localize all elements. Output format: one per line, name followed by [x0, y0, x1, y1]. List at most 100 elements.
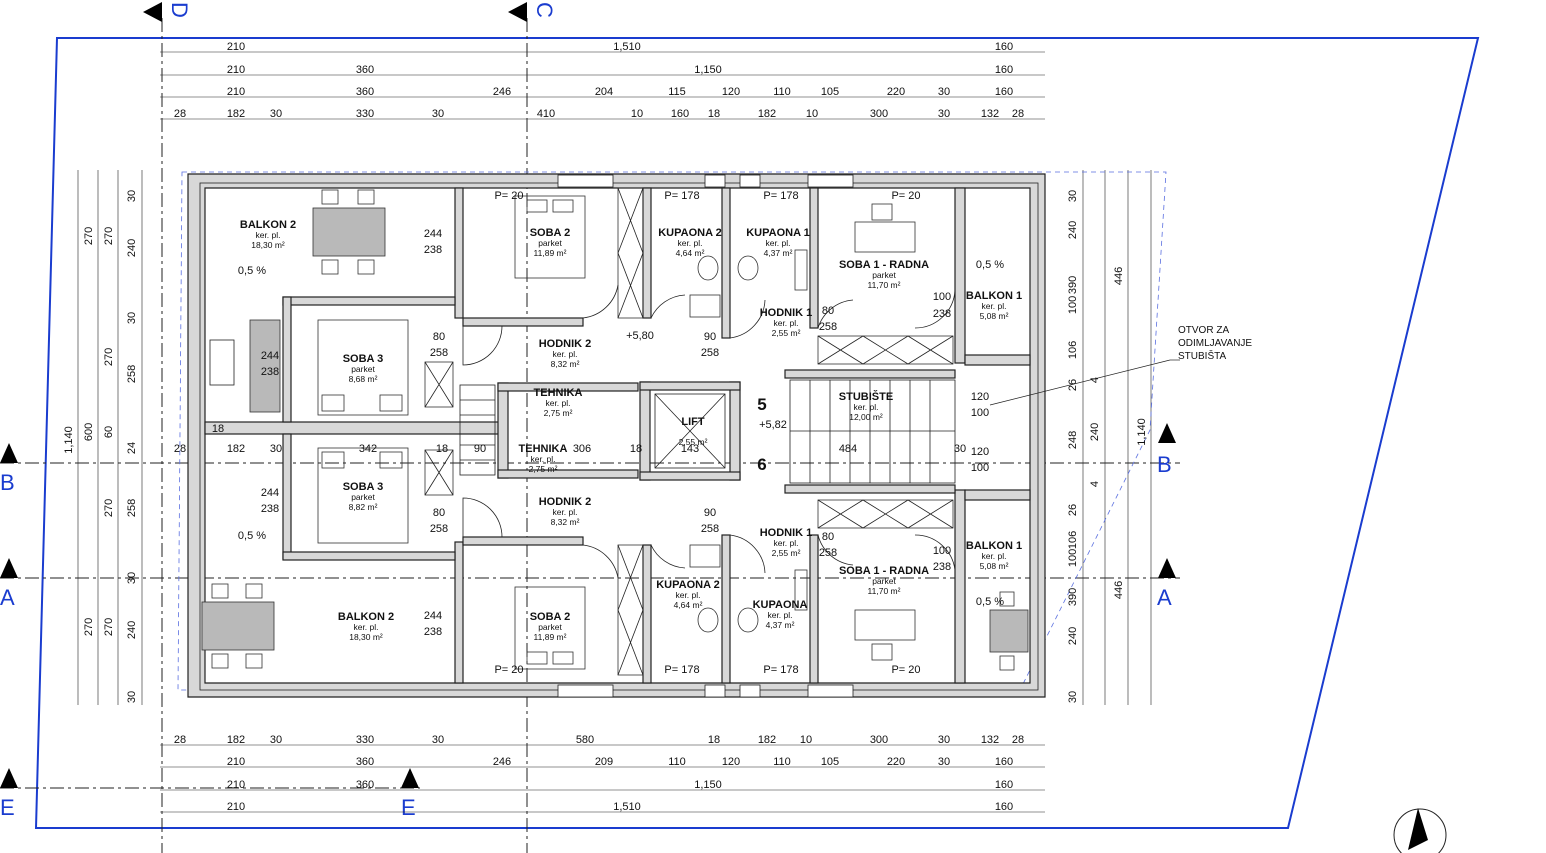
room-area: 8,82 m² — [349, 502, 378, 512]
dimension-label: 210 — [227, 86, 245, 98]
dimension-label: 300 — [870, 734, 888, 746]
dimension-label: 330 — [356, 108, 374, 120]
room-name: LIFT — [681, 416, 704, 428]
dimension-label: 160 — [995, 779, 1013, 791]
section-lines — [0, 18, 1180, 853]
dimension-label: 30 — [938, 734, 950, 746]
dimension-label: 132 — [981, 734, 999, 746]
section-label-e-right: E — [401, 795, 416, 820]
dimension-label: 238 — [933, 308, 951, 320]
room-area: 5,08 m² — [980, 561, 1009, 571]
room-area: 8,32 m² — [551, 359, 580, 369]
room-name: HODNIK 1 — [760, 307, 813, 319]
dimension-label: P= 178 — [664, 190, 699, 202]
room-area: 8,68 m² — [349, 374, 378, 384]
dimension-label: 160 — [995, 756, 1013, 768]
room-name: BALKON 1 — [966, 540, 1022, 552]
desks — [854, 203, 916, 661]
dimension-label: 80 — [433, 507, 445, 519]
dimension-label: 30 — [1067, 190, 1079, 202]
dimension-label: 30 — [126, 312, 138, 324]
dimension-label: 210 — [227, 801, 245, 813]
wardrobes — [424, 187, 954, 676]
room-finish: parket — [538, 238, 562, 248]
room-area: 2,55 m² — [772, 548, 801, 558]
section-label-e-left: E — [0, 795, 15, 820]
stair-number: 5 — [757, 395, 766, 414]
room-name: BALKON 2 — [338, 611, 394, 623]
dimension-label: 446 — [1113, 267, 1125, 285]
dimension-label: 4 — [1089, 481, 1101, 487]
dimension-label: 1,510 — [613, 801, 641, 813]
slope-label: 0,5 % — [976, 596, 1004, 608]
dimension-label: 360 — [356, 756, 374, 768]
room-name: KUPAONA 2 — [656, 579, 720, 591]
dimension-label: 100 — [933, 545, 951, 557]
dimension-label: 30 — [432, 734, 444, 746]
dimension-label: 132 — [981, 108, 999, 120]
dimension-label: 246 — [493, 756, 511, 768]
room-finish: ker. pl. — [853, 402, 878, 412]
room-area: 11,70 m² — [868, 586, 901, 596]
dimension-label: 270 — [103, 348, 115, 366]
dimension-label: 30 — [126, 572, 138, 584]
dimension-label: 105 — [821, 86, 839, 98]
room-area: 18,30 m² — [349, 632, 383, 642]
dimension-label: 30 — [270, 108, 282, 120]
dimension-label: 30 — [432, 108, 444, 120]
section-label-b-left: B — [0, 470, 15, 495]
dimension-label: 160 — [671, 108, 689, 120]
room-name: TEHNIKA — [534, 387, 583, 399]
dimension-label: 24 — [126, 442, 138, 454]
dimension-label: 390 — [1067, 588, 1079, 606]
dimension-label: P= 178 — [763, 664, 798, 676]
dimension-label: 182 — [227, 108, 245, 120]
dimension-label: 240 — [126, 621, 138, 639]
dimension-label: 270 — [83, 227, 95, 245]
dimension-label: 110 — [773, 86, 791, 98]
room-finish: ker. pl. — [675, 590, 700, 600]
room-finish: ker. pl. — [552, 507, 577, 517]
room-area: 12,00 m² — [849, 412, 883, 422]
room-name: BALKON 1 — [966, 290, 1022, 302]
room-name: TEHNIKA — [519, 443, 568, 455]
dimension-label: 100 — [971, 462, 989, 474]
room-finish: ker. pl. — [765, 238, 790, 248]
dimension-label: 26 — [1067, 504, 1079, 516]
room-area: 11,89 m² — [534, 632, 567, 642]
room-finish: parket — [872, 270, 896, 280]
dimension-label: 28 — [1012, 734, 1024, 746]
dimension-label: 270 — [103, 227, 115, 245]
room-name: SOBA 1 - RADNA — [839, 565, 929, 577]
dimension-label: 26 — [1067, 379, 1079, 391]
dimension-label: 258 — [701, 523, 719, 535]
dimension-label: 270 — [83, 618, 95, 636]
room-name: SOBA 3 — [343, 481, 384, 493]
stair-number: 6 — [757, 455, 766, 474]
dimension-lines — [77, 51, 1152, 813]
dimension-label: 105 — [821, 756, 839, 768]
dimension-label: 1,140 — [63, 426, 75, 454]
dimension-label: 30 — [270, 734, 282, 746]
sanitary-fixtures — [689, 249, 808, 633]
dimension-label: 28 — [174, 443, 186, 455]
room-finish: ker. pl. — [545, 398, 570, 408]
balcony-furniture — [201, 189, 1029, 671]
dimension-label: 28 — [174, 734, 186, 746]
dimension-label: 210 — [227, 756, 245, 768]
dimension-label: 240 — [126, 239, 138, 257]
annotation-line-2: ODIMLJAVANJE — [1178, 338, 1252, 349]
dimension-label: 100 — [933, 291, 951, 303]
interior-walls — [204, 187, 1031, 684]
dimension-label: 182 — [758, 108, 776, 120]
dimension-label: 110 — [773, 756, 791, 768]
dimension-label: 106 — [1067, 341, 1079, 359]
dimension-label: P= 20 — [891, 664, 920, 676]
room-finish: ker. pl. — [981, 551, 1006, 561]
dimension-label: 238 — [424, 244, 442, 256]
dimension-label: 80 — [822, 305, 834, 317]
dimension-label: 30 — [938, 108, 950, 120]
dimension-label: 100 — [1067, 296, 1079, 314]
dimension-label: 244 — [261, 487, 279, 499]
